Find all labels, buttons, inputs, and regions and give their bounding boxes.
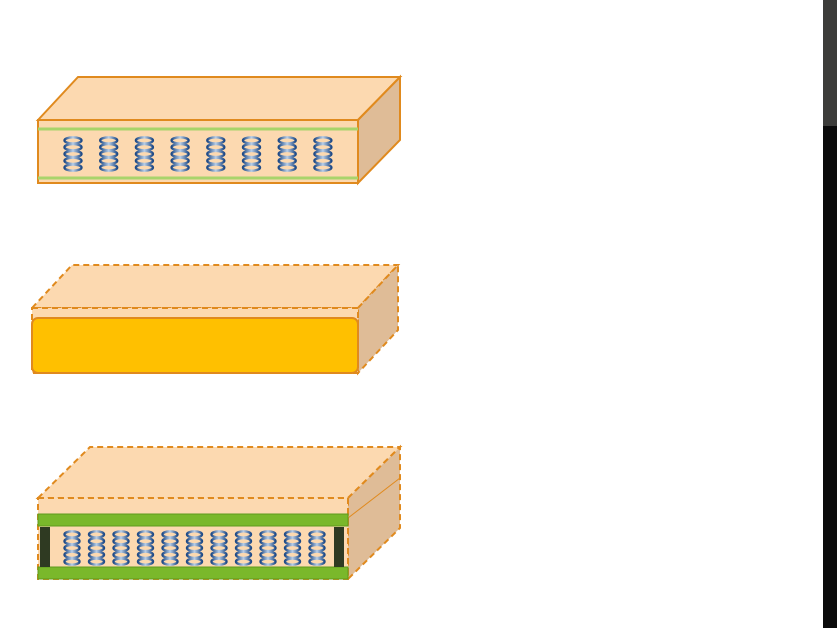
mattress-top-face (35, 76, 403, 121)
spring-icon (210, 530, 228, 566)
spring-icon (277, 136, 297, 172)
right-edge-bar-top (823, 0, 837, 126)
spring-coil (112, 557, 130, 566)
spring-coil (313, 163, 333, 172)
right-edge-bar (823, 126, 837, 628)
side-inner-line (347, 477, 401, 519)
spring-coil (210, 557, 228, 566)
spring-icon (136, 530, 155, 566)
top-green-band (37, 513, 349, 527)
spring-coil (87, 557, 106, 566)
spring-coil (206, 163, 226, 172)
spring-icon (134, 136, 155, 172)
spring-icon (170, 136, 190, 172)
spring-coil (185, 557, 204, 566)
right-dark-post (334, 527, 344, 567)
spring-icon (206, 136, 226, 172)
spring-row (63, 530, 326, 566)
pocket-spring-mattress (35, 444, 403, 582)
spring-coil (63, 163, 83, 172)
spring-icon (63, 530, 81, 566)
spring-coil (134, 163, 155, 172)
spring-coil (259, 557, 277, 566)
spring-coil (308, 557, 326, 566)
spring-coil (277, 163, 297, 172)
spring-coil (283, 557, 302, 566)
innerspring-mattress (35, 74, 403, 186)
mattress-top-face (35, 446, 403, 499)
spring-coil (63, 557, 81, 566)
spring-icon (185, 530, 204, 566)
left-dark-post (40, 527, 50, 567)
spring-coil (98, 163, 119, 172)
spring-coil (234, 557, 253, 566)
spring-coil (161, 557, 179, 566)
foam-mattress (29, 262, 401, 376)
spring-icon (87, 530, 106, 566)
spring-coil (241, 163, 262, 172)
spring-row (63, 136, 333, 172)
spring-icon (63, 136, 83, 172)
spring-coil (136, 557, 155, 566)
spring-icon (308, 530, 326, 566)
spring-icon (112, 530, 130, 566)
spring-icon (241, 136, 262, 172)
spring-icon (234, 530, 253, 566)
spring-icon (283, 530, 302, 566)
spring-icon (313, 136, 333, 172)
mattress-top-face (29, 264, 401, 309)
spring-icon (259, 530, 277, 566)
foam-core (31, 317, 359, 374)
spring-coil (170, 163, 190, 172)
spring-icon (161, 530, 179, 566)
spring-icon (98, 136, 119, 172)
bottom-green-band (37, 566, 349, 580)
